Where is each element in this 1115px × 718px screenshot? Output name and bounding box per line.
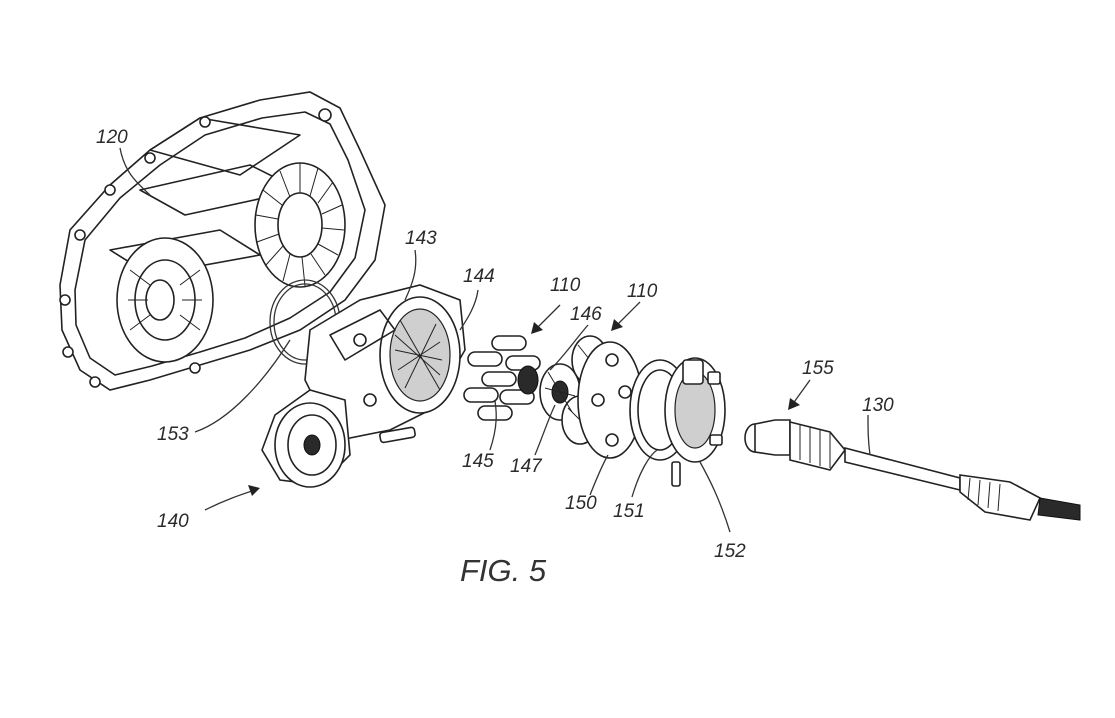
housing-120	[59, 91, 386, 391]
ring-housing-152	[664, 357, 726, 487]
figure-caption: FIG. 5	[460, 553, 547, 588]
leader-lines	[119, 147, 871, 533]
reference-labels: 120 143 144 110 110 146 155 130 153 145 …	[96, 127, 894, 562]
carrier-150	[577, 341, 643, 459]
label-152: 152	[714, 541, 746, 562]
label-150: 150	[565, 493, 597, 514]
label-140: 140	[157, 511, 189, 532]
drive-shaft-130	[744, 419, 1081, 521]
label-155: 155	[802, 358, 834, 379]
label-130: 130	[862, 395, 894, 416]
label-145: 145	[462, 451, 494, 472]
arrows	[204, 301, 811, 511]
label-151: 151	[613, 501, 645, 522]
label-153: 153	[157, 424, 189, 445]
motor-assembly-140	[261, 284, 466, 488]
label-110-right: 110	[627, 281, 658, 302]
label-146: 146	[570, 304, 602, 325]
label-110-left: 110	[550, 275, 581, 296]
label-147: 147	[510, 456, 543, 477]
label-144: 144	[463, 266, 495, 287]
label-143: 143	[405, 228, 437, 249]
label-120: 120	[96, 127, 128, 148]
